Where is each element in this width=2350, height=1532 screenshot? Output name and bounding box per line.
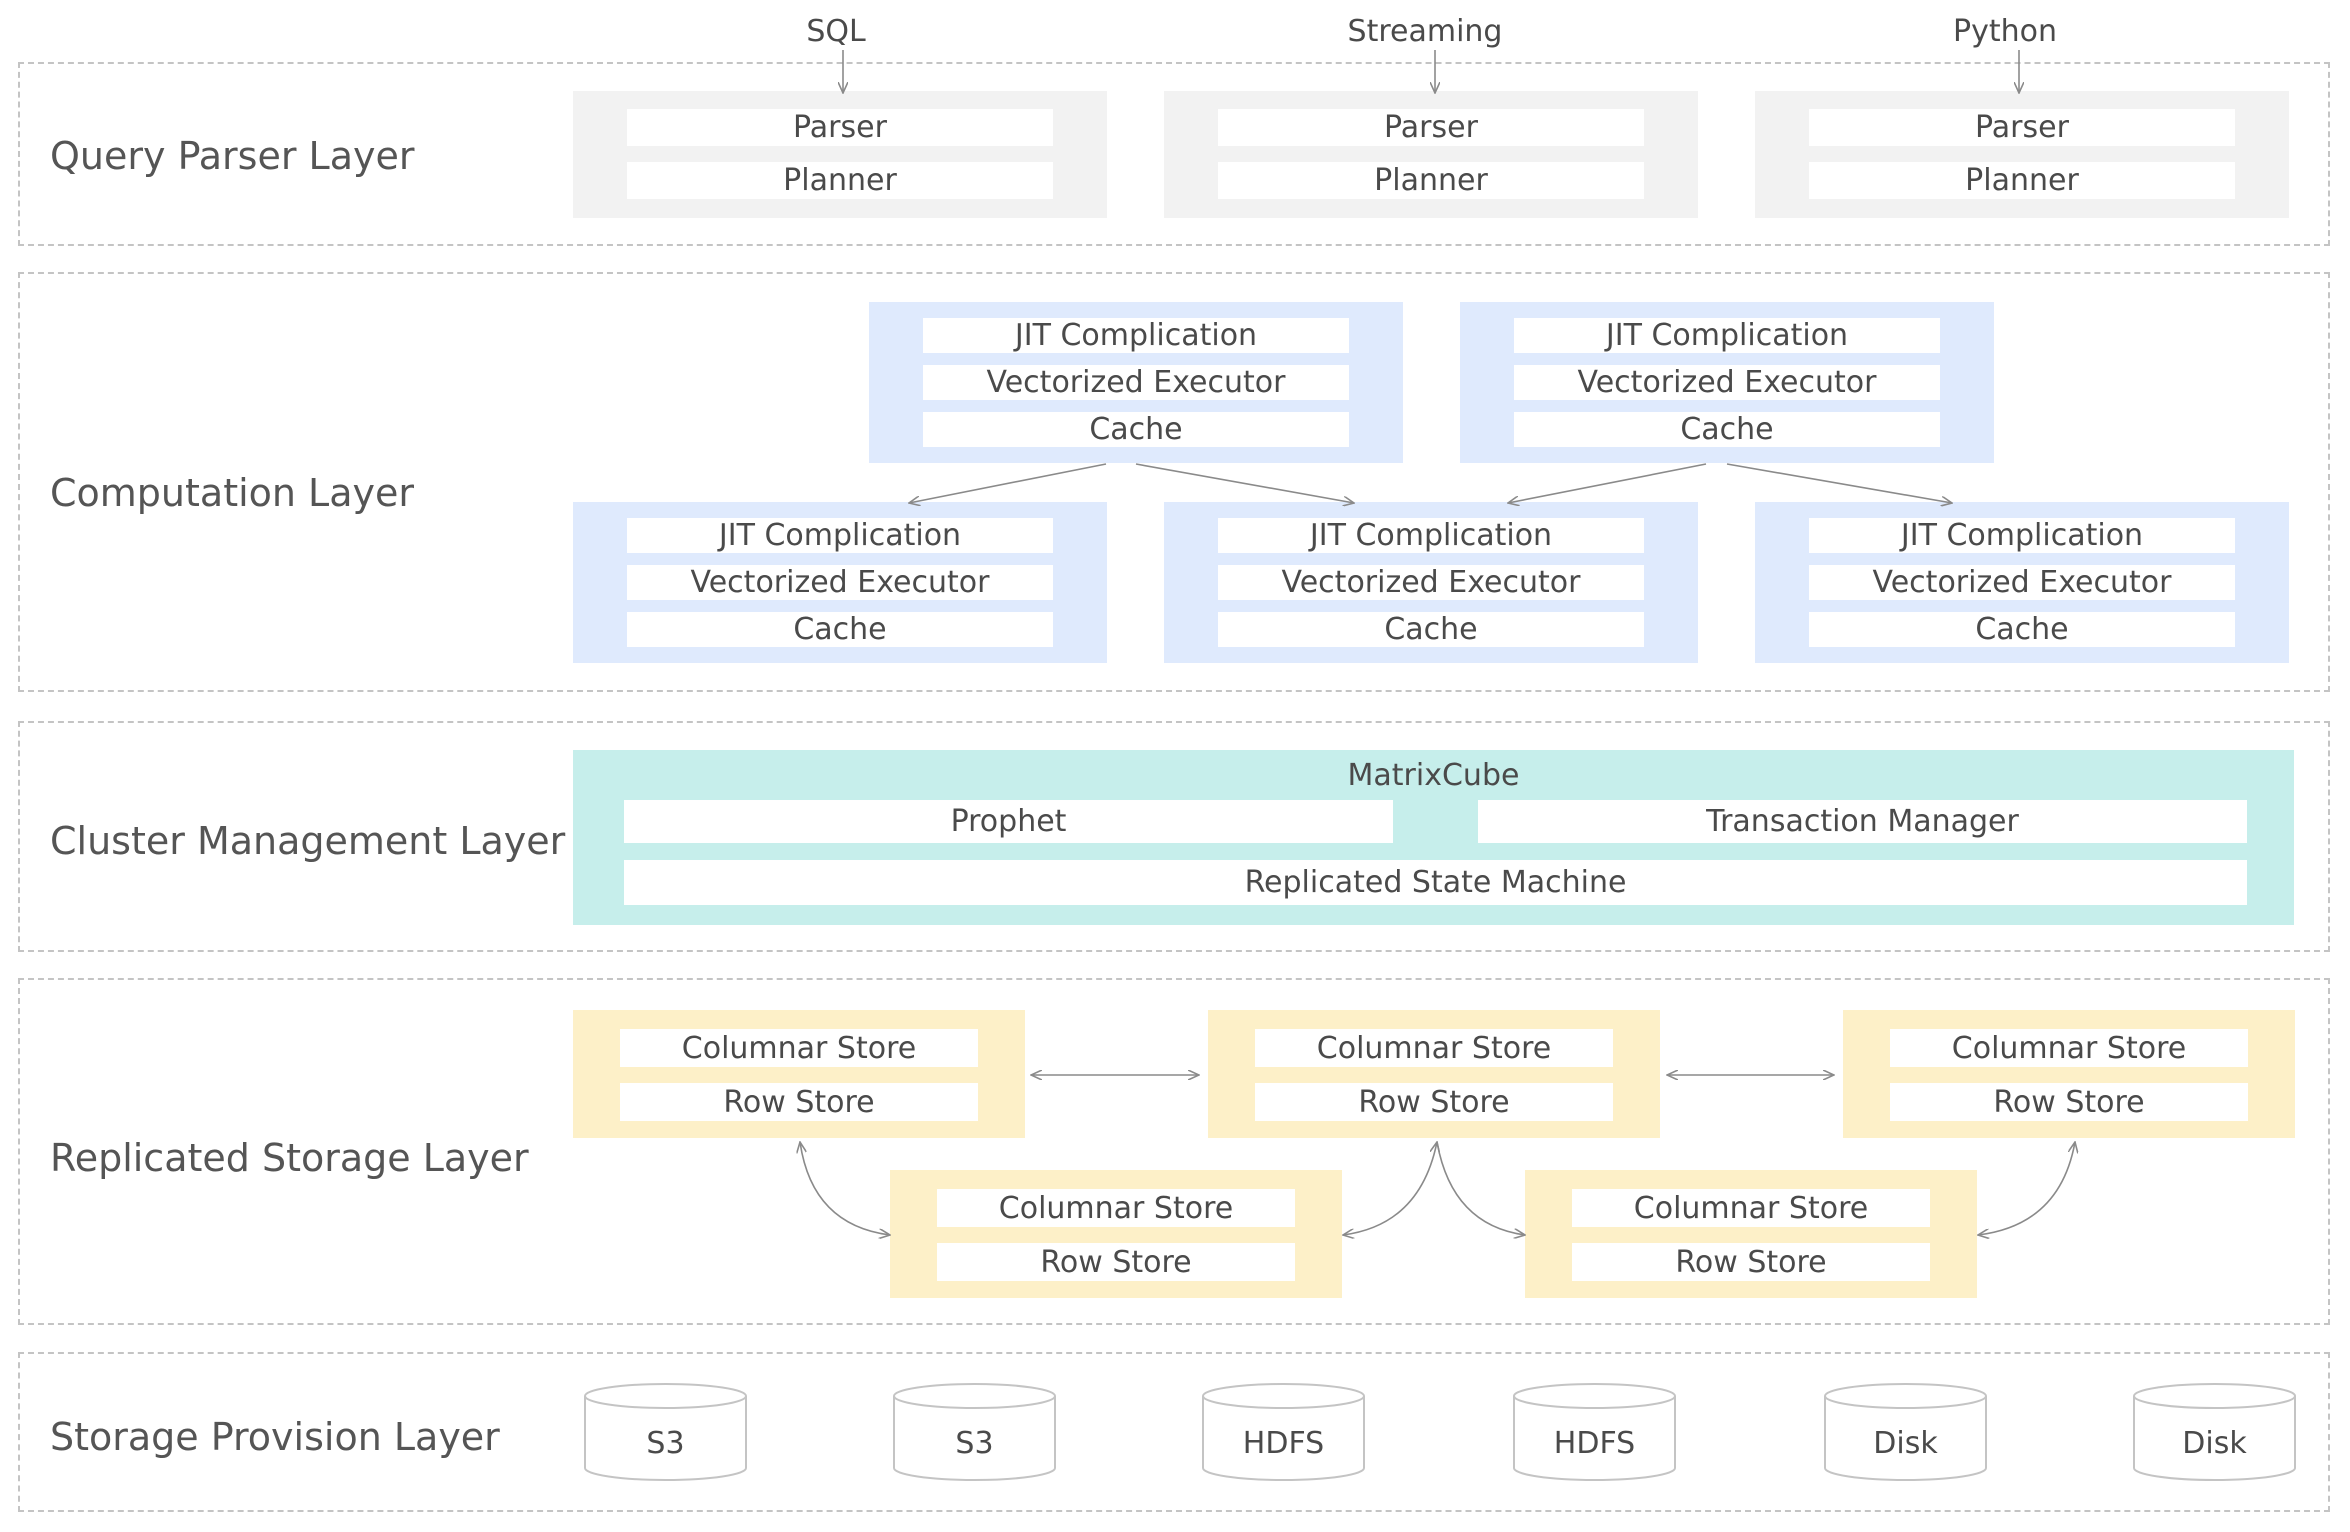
cluster-management-layer-label: Cluster Management Layer xyxy=(50,819,566,863)
jit-bar: JIT Complication xyxy=(627,518,1053,553)
storage-cylinder-hdfs-1: HDFS xyxy=(1201,1382,1366,1482)
planner-bar: Planner xyxy=(627,162,1053,199)
row-store-bar: Row Store xyxy=(937,1243,1295,1281)
prophet-bar: Prophet xyxy=(624,800,1393,843)
cylinder-icon xyxy=(1513,1383,1676,1481)
query-parser-layer xyxy=(18,62,2330,246)
storage-cylinder-hdfs-2: HDFS xyxy=(1512,1382,1677,1482)
matrixcube-title: MatrixCube xyxy=(1347,758,1520,793)
replicated-storage-layer-label: Replicated Storage Layer xyxy=(50,1136,529,1180)
python-parser-box: Parser Planner xyxy=(1755,91,2289,218)
planner-bar: Planner xyxy=(1809,162,2235,199)
cylinder-icon xyxy=(2133,1383,2296,1481)
input-label-streaming: Streaming xyxy=(1347,14,1503,49)
cylinder-icon xyxy=(1824,1383,1987,1481)
columnar-store-bar: Columnar Store xyxy=(937,1189,1295,1227)
storage-label: HDFS xyxy=(1242,1426,1325,1461)
storage-cylinder-disk-2: Disk xyxy=(2132,1382,2297,1482)
executor-bar: Vectorized Executor xyxy=(1218,565,1644,600)
executor-bar: Vectorized Executor xyxy=(1514,365,1940,400)
store-node-1: Columnar Store Row Store xyxy=(573,1010,1025,1138)
store-node-4: Columnar Store Row Store xyxy=(890,1170,1342,1298)
parser-bar: Parser xyxy=(627,109,1053,146)
compute-node-bottom-3: JIT Complication Vectorized Executor Cac… xyxy=(1755,502,2289,663)
storage-label: HDFS xyxy=(1553,1426,1636,1461)
storage-label: Disk xyxy=(2182,1426,2247,1461)
input-label-python: Python xyxy=(1953,14,2057,49)
columnar-store-bar: Columnar Store xyxy=(1572,1189,1930,1227)
storage-provision-layer xyxy=(18,1352,2330,1512)
replicated-state-machine-bar: Replicated State Machine xyxy=(624,860,2247,905)
input-label-sql: SQL xyxy=(806,14,866,49)
cache-bar: Cache xyxy=(1218,612,1644,647)
compute-node-top-1: JIT Complication Vectorized Executor Cac… xyxy=(869,302,1403,463)
store-node-3: Columnar Store Row Store xyxy=(1843,1010,2295,1138)
storage-cylinder-s3-1: S3 xyxy=(583,1382,748,1482)
storage-provision-layer-label: Storage Provision Layer xyxy=(50,1415,500,1459)
cylinder-icon xyxy=(584,1383,747,1481)
parser-bar: Parser xyxy=(1218,109,1644,146)
storage-label: S3 xyxy=(646,1426,685,1461)
planner-bar: Planner xyxy=(1218,162,1644,199)
storage-label: Disk xyxy=(1873,1426,1938,1461)
cache-bar: Cache xyxy=(923,412,1349,447)
executor-bar: Vectorized Executor xyxy=(923,365,1349,400)
columnar-store-bar: Columnar Store xyxy=(620,1029,978,1067)
compute-node-top-2: JIT Complication Vectorized Executor Cac… xyxy=(1460,302,1994,463)
jit-bar: JIT Complication xyxy=(923,318,1349,353)
compute-node-bottom-2: JIT Complication Vectorized Executor Cac… xyxy=(1164,502,1698,663)
row-store-bar: Row Store xyxy=(1572,1243,1930,1281)
transaction-manager-bar: Transaction Manager xyxy=(1478,800,2247,843)
cache-bar: Cache xyxy=(1514,412,1940,447)
cylinder-icon xyxy=(893,1383,1056,1481)
jit-bar: JIT Complication xyxy=(1218,518,1644,553)
cache-bar: Cache xyxy=(1809,612,2235,647)
replicated-storage-layer xyxy=(18,978,2330,1325)
storage-label: S3 xyxy=(955,1426,994,1461)
executor-bar: Vectorized Executor xyxy=(1809,565,2235,600)
store-node-2: Columnar Store Row Store xyxy=(1208,1010,1660,1138)
store-node-5: Columnar Store Row Store xyxy=(1525,1170,1977,1298)
matrixcube-box: MatrixCube Prophet Transaction Manager R… xyxy=(573,750,2294,925)
row-store-bar: Row Store xyxy=(1255,1083,1613,1121)
computation-layer xyxy=(18,272,2330,692)
query-parser-layer-label: Query Parser Layer xyxy=(50,134,415,178)
executor-bar: Vectorized Executor xyxy=(627,565,1053,600)
storage-cylinder-s3-2: S3 xyxy=(892,1382,1057,1482)
columnar-store-bar: Columnar Store xyxy=(1255,1029,1613,1067)
columnar-store-bar: Columnar Store xyxy=(1890,1029,2248,1067)
cluster-management-layer xyxy=(18,721,2330,952)
row-store-bar: Row Store xyxy=(620,1083,978,1121)
parser-bar: Parser xyxy=(1809,109,2235,146)
jit-bar: JIT Complication xyxy=(1514,318,1940,353)
storage-cylinder-disk-1: Disk xyxy=(1823,1382,1988,1482)
cache-bar: Cache xyxy=(627,612,1053,647)
computation-layer-label: Computation Layer xyxy=(50,471,415,515)
streaming-parser-box: Parser Planner xyxy=(1164,91,1698,218)
compute-node-bottom-1: JIT Complication Vectorized Executor Cac… xyxy=(573,502,1107,663)
jit-bar: JIT Complication xyxy=(1809,518,2235,553)
row-store-bar: Row Store xyxy=(1890,1083,2248,1121)
cylinder-icon xyxy=(1202,1383,1365,1481)
sql-parser-box: Parser Planner xyxy=(573,91,1107,218)
